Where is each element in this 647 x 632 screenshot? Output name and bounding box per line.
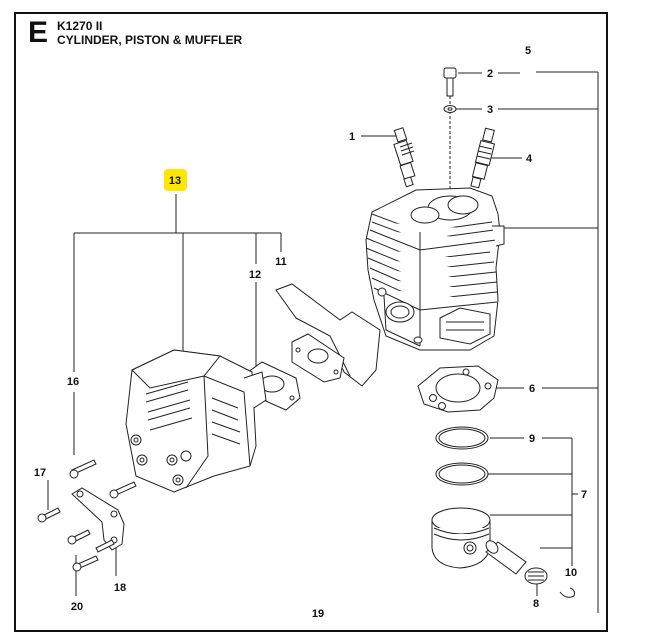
exploded-parts-diagram: 5 2 3 1 4 13 12 11 16 6 9 17 7 10 18 8 2… — [34, 45, 599, 620]
callout-12: 12 — [249, 269, 261, 281]
callout-18: 18 — [114, 582, 126, 594]
spark-plug-1 — [393, 127, 416, 188]
piston-pin — [485, 540, 527, 575]
needle-bearing-8 — [524, 567, 548, 585]
muffler-flange — [291, 333, 345, 383]
callout-3: 3 — [487, 104, 493, 116]
spark-plug-4 — [470, 127, 496, 189]
callout-20: 20 — [71, 601, 83, 613]
piston-ring-upper — [435, 426, 489, 450]
callout-19: 19 — [312, 608, 324, 620]
callout-16: 16 — [67, 376, 79, 388]
callout-13: 13 — [169, 175, 181, 187]
model-name: K1270 II — [57, 19, 103, 33]
cylinder-gasket-6 — [417, 365, 499, 413]
leader-lines-5 — [361, 71, 599, 613]
diagram-frame — [14, 12, 608, 632]
cylinder — [365, 187, 505, 351]
piston-ring-lower — [435, 462, 489, 486]
callout-11: 11 — [275, 256, 287, 268]
callout-10: 10 — [565, 567, 577, 579]
screw-17 — [37, 507, 61, 523]
piston — [431, 507, 491, 569]
section-letter: E — [28, 16, 49, 49]
muffler-bolt-16 — [69, 459, 137, 499]
callout-9: 9 — [529, 433, 535, 445]
callout-labels: 5 2 3 1 4 13 12 11 16 6 9 17 7 10 18 8 2… — [34, 45, 587, 620]
diagram-title: CYLINDER, PISTON & MUFFLER — [57, 33, 243, 47]
callout-7: 7 — [581, 489, 587, 501]
leader-lines-13 — [47, 194, 282, 596]
washer-3 — [443, 105, 457, 113]
circlip-10 — [559, 587, 575, 598]
callout-6: 6 — [529, 383, 535, 395]
callout-4: 4 — [526, 153, 533, 165]
callout-1: 1 — [349, 131, 355, 143]
callout-8: 8 — [533, 598, 539, 610]
callout-2: 2 — [487, 68, 493, 80]
callout-5: 5 — [525, 45, 531, 57]
muffler-13 — [125, 349, 267, 493]
callout-17: 17 — [34, 467, 46, 479]
screw-20 — [72, 539, 115, 572]
callout-13-highlight — [164, 169, 187, 191]
screw-19 — [67, 529, 91, 545]
